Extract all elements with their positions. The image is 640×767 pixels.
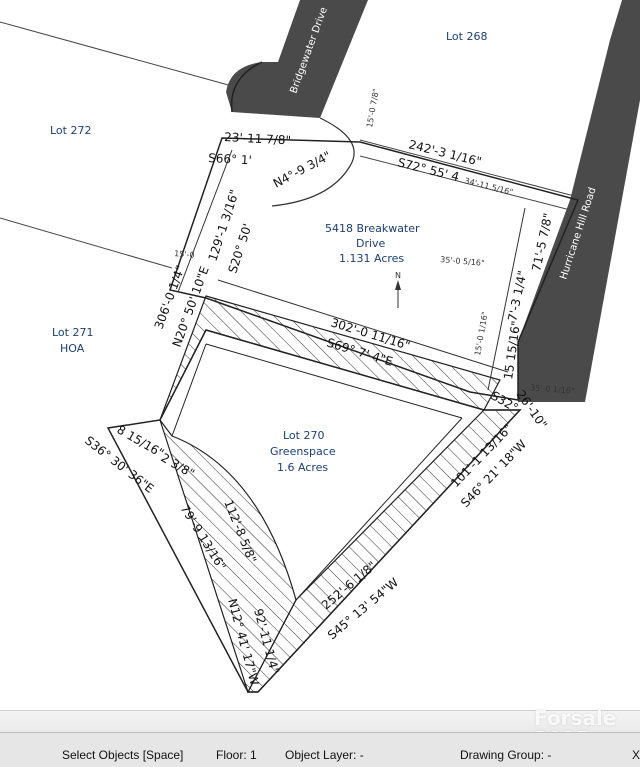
greenspace-boundary-hatch [159, 419, 297, 694]
greenspace-inner-line [171, 343, 207, 437]
north-arrow: N [395, 271, 401, 308]
main-lot-address: 5418 Breakwater [325, 222, 420, 235]
greenspace-inner-line [295, 417, 463, 601]
setback-label: 35'-0 5/16" [440, 255, 485, 268]
lot-line [359, 139, 579, 198]
lot-272-label: Lot 272 [50, 124, 91, 137]
setback-label: 15'-0 [174, 249, 195, 260]
dimension-label: 7'-3 1/4" [505, 269, 529, 322]
object-layer-status[interactable]: Object Layer: - [285, 748, 364, 762]
setback-line [177, 149, 233, 293]
lot-271-sublabel: HOA [60, 342, 85, 355]
bearing-label: S20° 50' [226, 222, 255, 275]
svg-text:N: N [395, 271, 401, 280]
site-plan-canvas[interactable]: N Lot 268 Lot 272 Lot 271 HOA 5418 Break… [0, 0, 640, 710]
lot-line [359, 155, 579, 213]
main-lot-address-2: Drive [356, 237, 386, 250]
status-bar: Select Objects [Space] Floor: 1 Object L… [0, 732, 640, 767]
hurricane-hill-road [518, 0, 640, 402]
main-lot-acreage: 1.131 Acres [339, 252, 404, 265]
statusbar-extra: X [632, 748, 640, 762]
lot-line [0, 21, 233, 87]
select-objects-status[interactable]: Select Objects [Space] [62, 748, 184, 762]
lot-271-label: Lot 271 [52, 326, 93, 339]
lot-line [0, 217, 173, 269]
setback-line [217, 279, 509, 373]
dimension-label: N4°-9 3/4" [271, 149, 333, 191]
drawing-group-status[interactable]: Drawing Group: - [460, 748, 552, 762]
main-lot-boundary [169, 137, 580, 401]
bearing-label: S66° 1' [208, 151, 252, 167]
bridgewater-drive-road [226, 0, 368, 118]
setback-label: 15'-0 7/8" [365, 88, 381, 128]
greenspace-lot-label: Lot 270 [283, 429, 324, 442]
setback-label: 35'-0 1/16" [530, 383, 575, 396]
cul-de-sac-curve [271, 117, 355, 207]
dimension-label: 34'-11 5/16" [464, 176, 514, 197]
greenspace-lot-boundary [106, 329, 522, 693]
greenspace-acreage: 1.6 Acres [277, 461, 328, 474]
floor-status[interactable]: Floor: 1 [216, 748, 257, 762]
setback-line [487, 207, 526, 391]
setback-label: 15'-0 1/16" [473, 311, 490, 356]
lot-268-label: Lot 268 [446, 30, 487, 43]
dimension-label: 23'-11 7/8" [224, 130, 291, 147]
greenspace-label: Greenspace [270, 445, 336, 458]
greenspace-inner-line [205, 343, 463, 419]
hatched-buffer-strip [159, 295, 501, 421]
toolbar-strip [0, 710, 640, 733]
